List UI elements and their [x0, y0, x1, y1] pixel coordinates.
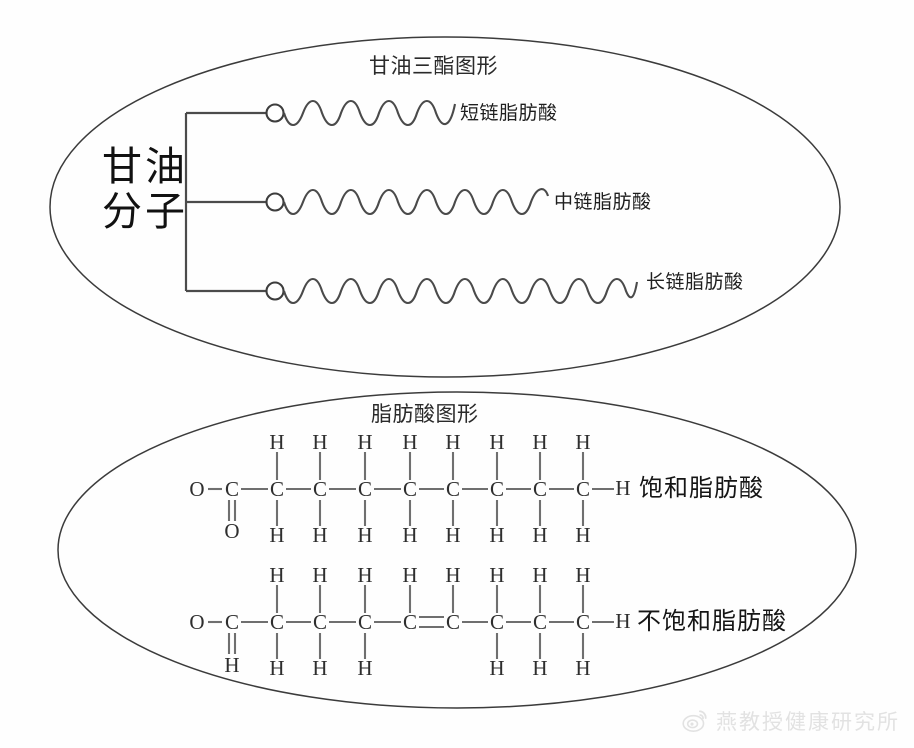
- unsaturated-terminal-hydrogen: H: [615, 609, 630, 633]
- saturated-carbonyl-oxygen: O: [224, 519, 239, 543]
- saturated-carbon-5: C: [403, 477, 417, 501]
- saturated-carbon-7: C: [490, 477, 504, 501]
- saturated-carbon-1: C: [225, 477, 239, 501]
- long-chain-wave: [282, 277, 639, 305]
- unsaturated-head-oxygen: O: [189, 610, 204, 634]
- unsaturated-hydrogen-top-6: H: [445, 563, 460, 587]
- saturated-hydrogen-bottom-2: H: [269, 523, 284, 547]
- ester-knob-short: [265, 103, 285, 123]
- saturated-hydrogen-top-6: H: [445, 430, 460, 454]
- fatty-acid-title: 脂肪酸图形: [371, 402, 479, 426]
- triglyceride-title: 甘油三酯图形: [369, 54, 498, 78]
- saturated-fatty-acid-structure: O C C C C C C C C C H: [189, 430, 630, 547]
- saturated-hydrogen-top-7: H: [489, 430, 504, 454]
- saturated-carbon-4: C: [358, 477, 372, 501]
- saturated-carbon-3: C: [313, 477, 327, 501]
- glycerol-molecule-label: 甘油 分子: [95, 144, 195, 235]
- unsaturated-carbon-5: C: [403, 610, 417, 634]
- saturated-carbon-6: C: [446, 477, 460, 501]
- unsaturated-fatty-acid-structure: O C C C C C C C C C H H: [189, 563, 630, 680]
- watermark-text: 燕教授健康研究所: [716, 711, 900, 734]
- fatty-acid-ellipse-outline: [57, 391, 857, 709]
- saturated-hydrogen-bottom-9: H: [575, 523, 590, 547]
- unsaturated-hydrogen-bottom-2: H: [269, 656, 284, 680]
- long-chain-fatty-acid-label: 长链脂肪酸: [646, 272, 744, 293]
- medium-chain-fatty-acid-label: 中链脂肪酸: [554, 192, 652, 213]
- short-chain-wave: [282, 99, 457, 127]
- unsaturated-carbon-1: C: [225, 610, 239, 634]
- unsaturated-hydrogen-top-5: H: [402, 563, 417, 587]
- saturated-hydrogen-top-2: H: [269, 430, 284, 454]
- saturated-hydrogen-top-3: H: [312, 430, 327, 454]
- unsaturated-carbon-9: C: [576, 610, 590, 634]
- saturated-carbon-9: C: [576, 477, 590, 501]
- saturated-hydrogen-bottom-6: H: [445, 523, 460, 547]
- unsaturated-carbon-7: C: [490, 610, 504, 634]
- ester-knob-long: [265, 281, 285, 301]
- saturated-terminal-hydrogen: H: [615, 476, 630, 500]
- triglyceride-ellipse-outline: [49, 36, 841, 378]
- unsaturated-hydrogen-top-8: H: [532, 563, 547, 587]
- unsaturated-hydrogen-top-7: H: [489, 563, 504, 587]
- saturated-head-oxygen: O: [189, 477, 204, 501]
- glycerol-label-line-1: 甘油: [102, 144, 188, 189]
- unsaturated-carbon-2: C: [270, 610, 284, 634]
- unsaturated-carbonyl-hydrogen: H: [224, 653, 239, 677]
- saturated-fatty-acid-label: 饱和脂肪酸: [639, 476, 764, 502]
- glycerol-label-line-2: 分子: [102, 188, 188, 234]
- saturated-carbon-2: C: [270, 477, 284, 501]
- unsaturated-hydrogen-bottom-3: H: [312, 656, 327, 680]
- unsaturated-carbon-8: C: [533, 610, 547, 634]
- unsaturated-fatty-acid-label: 不饱和脂肪酸: [637, 609, 787, 635]
- medium-chain-wave: [282, 188, 550, 216]
- unsaturated-hydrogen-bottom-8: H: [532, 656, 547, 680]
- saturated-hydrogen-bottom-8: H: [532, 523, 547, 547]
- unsaturated-hydrogen-top-2: H: [269, 563, 284, 587]
- short-chain-fatty-acid-label: 短链脂肪酸: [460, 103, 558, 124]
- saturated-hydrogen-top-4: H: [357, 430, 372, 454]
- watermark: 燕教授健康研究所: [682, 706, 900, 736]
- saturated-hydrogen-bottom-7: H: [489, 523, 504, 547]
- saturated-hydrogen-bottom-3: H: [312, 523, 327, 547]
- saturated-hydrogen-top-9: H: [575, 430, 590, 454]
- saturated-hydrogen-bottom-5: H: [402, 523, 417, 547]
- saturated-hydrogen-top-5: H: [402, 430, 417, 454]
- unsaturated-hydrogen-bottom-4: H: [357, 656, 372, 680]
- unsaturated-hydrogen-bottom-9: H: [575, 656, 590, 680]
- unsaturated-carbon-6: C: [446, 610, 460, 634]
- saturated-hydrogen-bottom-4: H: [357, 523, 372, 547]
- weibo-logo-icon: [682, 710, 707, 732]
- unsaturated-hydrogen-top-9: H: [575, 563, 590, 587]
- unsaturated-hydrogen-bottom-7: H: [489, 656, 504, 680]
- saturated-hydrogen-top-8: H: [532, 430, 547, 454]
- unsaturated-hydrogen-top-3: H: [312, 563, 327, 587]
- unsaturated-hydrogen-top-4: H: [357, 563, 372, 587]
- unsaturated-carbon-3: C: [313, 610, 327, 634]
- ester-knob-medium: [265, 192, 285, 212]
- unsaturated-carbon-4: C: [358, 610, 372, 634]
- saturated-carbon-8: C: [533, 477, 547, 501]
